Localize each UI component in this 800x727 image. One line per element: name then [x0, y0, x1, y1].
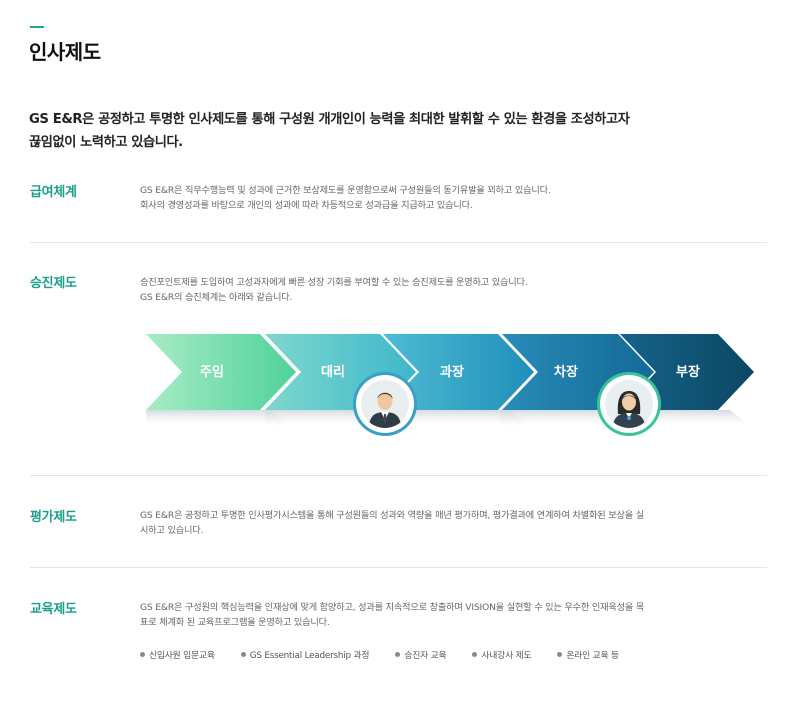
section-desc-evaluation: GS E&R은 공정하고 투명한 인사평가시스템을 통해 구성원들의 성과와 역…	[140, 508, 750, 538]
list-item: 온라인 교육 등	[557, 648, 619, 661]
list-item: 사내강사 제도	[472, 648, 532, 661]
bullet-dot-icon	[240, 652, 246, 657]
rank-label: 대리	[321, 364, 345, 380]
section-title-pay: 급여체계	[30, 185, 77, 200]
promotion-desc-line-2: GS E&R의 승진체계는 아래와 같습니다.	[140, 292, 293, 303]
pay-desc-line-1: GS E&R은 직무수행능력 및 성과에 근거한 보상제도를 운영함으로써 구성…	[140, 185, 551, 196]
intro-text: GS E&R은 공정하고 투명한 인사제도를 통해 구성원 개개인이 능력을 최…	[29, 108, 769, 154]
education-desc-line-1: GS E&R은 구성원의 핵심능력을 인재상에 맞게 함양하고, 성과를 지속적…	[140, 602, 645, 613]
program-label: 사내강사 제도	[481, 651, 532, 661]
section-title-promotion: 승진제도	[30, 276, 77, 291]
section-desc-pay: GS E&R은 직무수행능력 및 성과에 근거한 보상제도를 운영함으로써 구성…	[140, 183, 750, 213]
intro-line-1: GS E&R은 공정하고 투명한 인사제도를 통해 구성원 개개인이 능력을 최…	[29, 112, 630, 127]
program-label: 온라인 교육 등	[566, 651, 619, 661]
list-item: 승진자 교육	[395, 648, 447, 661]
divider	[30, 475, 767, 476]
intro-line-2: 끊임없이 노력하고 있습니다.	[29, 135, 183, 150]
pay-desc-line-2: 회사의 경영성과를 바탕으로 개인의 성과에 따라 차등적으로 성과급을 지급하…	[140, 200, 473, 211]
divider	[30, 242, 767, 243]
title-accent-bar	[30, 26, 44, 28]
bullet-dot-icon	[472, 652, 478, 657]
chevron-shadow	[146, 410, 290, 428]
section-desc-promotion: 승진포인트제를 도입하여 고성과자에게 빠른 성장 기회를 부여할 수 있는 승…	[140, 275, 750, 305]
divider	[30, 567, 767, 568]
bullet-dot-icon	[395, 652, 401, 657]
bullet-dot-icon	[140, 652, 145, 657]
list-item: GS Essential Leadership 과정	[240, 648, 370, 661]
female-employee-avatar	[600, 375, 658, 433]
evaluation-desc-line-2: 시하고 있습니다.	[140, 525, 204, 536]
education-desc-line-2: 표로 체계화 된 교육프로그램을 운영하고 있습니다.	[140, 617, 330, 628]
page-title: 인사제도	[29, 40, 101, 64]
chevron-rank-3	[383, 334, 534, 410]
education-program-list: 신입사원 입문교육 GS Essential Leadership 과정 승진자…	[140, 648, 645, 661]
evaluation-desc-line-1: GS E&R은 공정하고 투명한 인사평가시스템을 통해 구성원들의 성과와 역…	[140, 510, 644, 521]
male-employee-icon	[361, 380, 409, 428]
list-item: 신입사원 입문교육	[140, 648, 215, 661]
female-employee-icon	[605, 380, 653, 428]
promotion-desc-line-1: 승진포인트제를 도입하여 고성과자에게 빠른 성장 기회를 부여할 수 있는 승…	[140, 277, 528, 288]
male-employee-avatar	[356, 375, 414, 433]
rank-label: 차장	[554, 364, 578, 380]
rank-label: 과장	[440, 364, 464, 380]
program-label: GS Essential Leadership 과정	[249, 651, 370, 661]
bullet-dot-icon	[557, 652, 563, 657]
section-title-evaluation: 평가제도	[30, 510, 77, 525]
promotion-ladder: 주임 대리 과장 차장 부장	[146, 334, 754, 428]
program-label: 신입사원 입문교육	[149, 651, 215, 661]
rank-label: 주임	[200, 365, 224, 380]
section-title-education: 교육제도	[30, 602, 77, 617]
section-desc-education: GS E&R은 구성원의 핵심능력을 인재상에 맞게 함양하고, 성과를 지속적…	[140, 600, 750, 630]
chevron-rank-1	[146, 334, 296, 410]
program-label: 승진자 교육	[404, 651, 447, 661]
rank-label: 부장	[676, 364, 700, 380]
chevron-shadow	[383, 410, 530, 428]
